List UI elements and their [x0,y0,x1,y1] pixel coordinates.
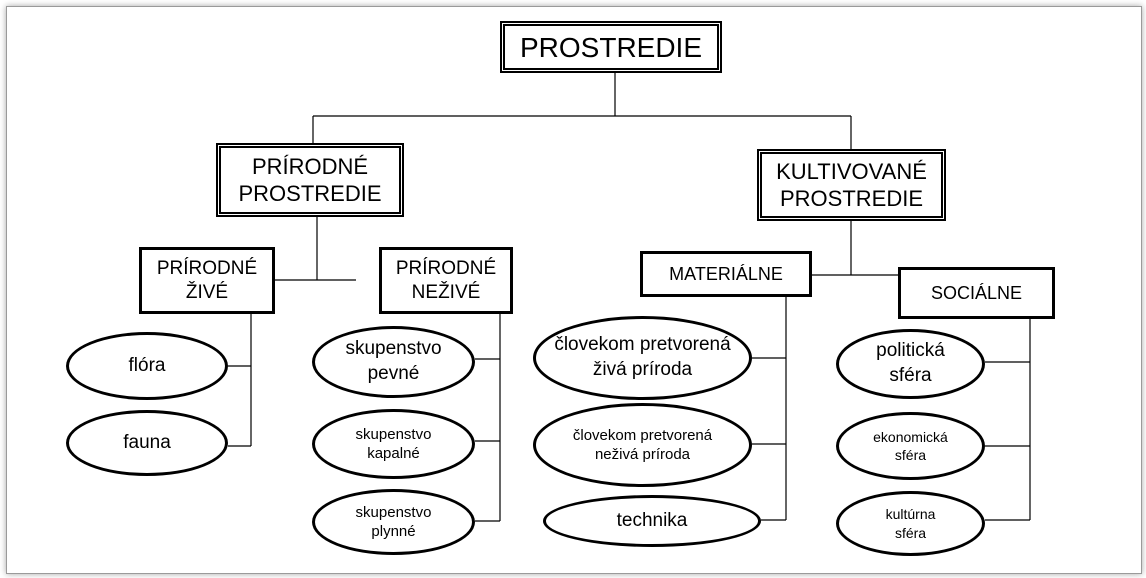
natural-environment-node: PRÍRODNÉ PROSTREDIE [216,143,404,217]
leaf-fauna: fauna [66,410,228,476]
leaf-political-sphere: politická sféra [836,329,985,399]
material-node: MATERIÁLNE [640,251,812,297]
root-node: PROSTREDIE [500,21,722,73]
leaf-modified-living-nature: človekom pretvorená živá príroda [533,316,752,400]
leaf-liquid-state: skupenstvo kapalné [312,409,475,479]
social-node: SOCIÁLNE [898,267,1055,319]
leaf-technology: technika [543,495,761,547]
leaf-solid-state: skupenstvo pevné [312,326,475,398]
cultivated-environment-node: KULTIVOVANÉ PROSTREDIE [757,149,946,221]
leaf-flora: flóra [66,332,228,400]
leaf-modified-nonliving-nature: človekom pretvorená neživá príroda [533,403,752,487]
leaf-economic-sphere: ekonomická sféra [836,412,985,480]
natural-nonliving-node: PRÍRODNÉ NEŽIVÉ [379,247,513,314]
natural-living-node: PRÍRODNÉ ŽIVÉ [139,247,275,314]
leaf-cultural-sphere: kultúrna sféra [836,491,985,556]
leaf-gaseous-state: skupenstvo plynné [312,489,475,555]
